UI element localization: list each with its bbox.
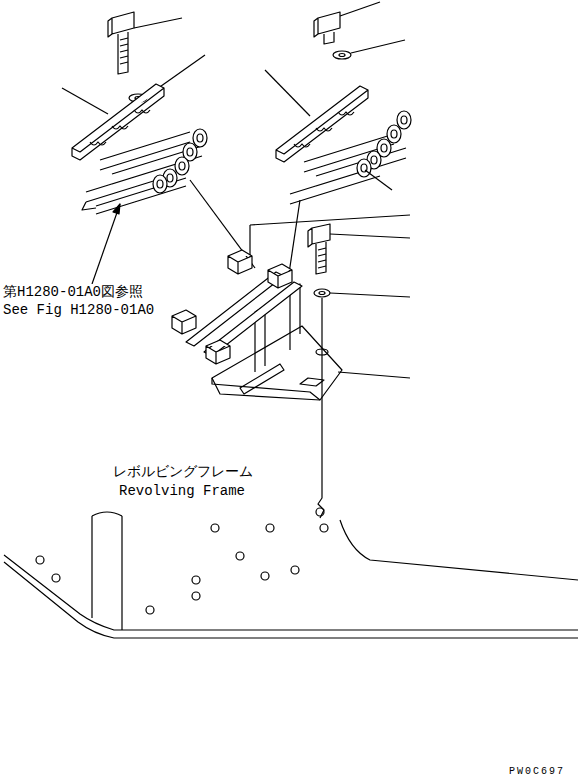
- reference-note: See Fig H1280-01A0: [2, 302, 155, 318]
- revolving-frame: [4, 508, 578, 638]
- part-name: レボルビングフレーム: [112, 464, 254, 480]
- bolt-washer: [308, 224, 410, 518]
- part-name: Revolving Frame: [118, 483, 246, 499]
- reference-note: 第H1280-01A0図参照: [2, 284, 144, 300]
- drawing-number: PW0C697: [508, 766, 566, 778]
- clamp-group-right: [265, 2, 411, 280]
- clamp-group-left: [62, 12, 255, 284]
- bracket: [172, 215, 410, 400]
